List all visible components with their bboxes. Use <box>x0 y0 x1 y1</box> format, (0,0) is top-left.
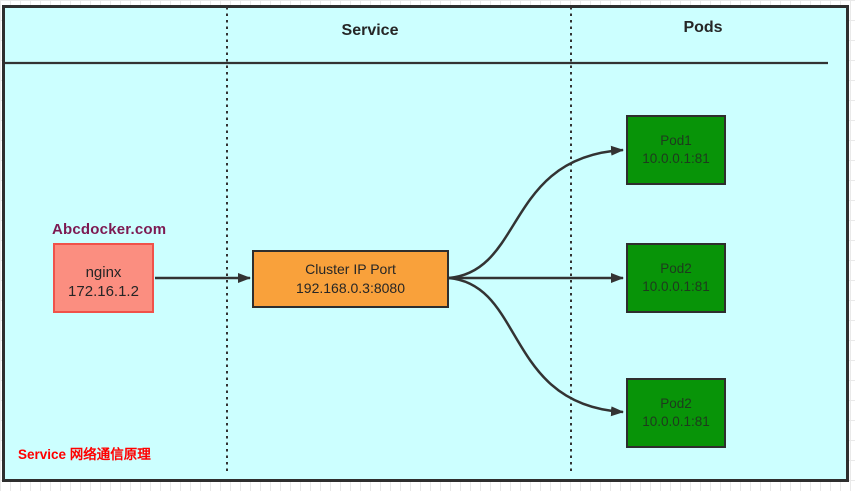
nginx-client-node: nginx 172.16.1.2 <box>53 243 154 313</box>
service-label: Cluster IP Port <box>305 261 396 277</box>
pod1-name: Pod1 <box>660 133 692 148</box>
pod1-node: Pod1 10.0.0.1:81 <box>626 115 726 185</box>
column-header-pods: Pods <box>683 19 723 36</box>
pod3-node: Pod2 10.0.0.1:81 <box>626 378 726 448</box>
service-address: 192.168.0.3:8080 <box>296 280 405 296</box>
pod2-address: 10.0.0.1:81 <box>642 279 710 294</box>
pod3-name: Pod2 <box>660 396 692 411</box>
diagram-caption: Service 网络通信原理 <box>18 447 151 462</box>
pod2-node: Pod2 10.0.0.1:81 <box>626 243 726 313</box>
cluster-ip-service-node: Cluster IP Port 192.168.0.3:8080 <box>252 250 449 308</box>
nginx-ip: 172.16.1.2 <box>68 283 139 300</box>
pod1-address: 10.0.0.1:81 <box>642 151 710 166</box>
pod3-address: 10.0.0.1:81 <box>642 414 710 429</box>
pod2-name: Pod2 <box>660 261 692 276</box>
column-header-service: Service <box>341 22 399 39</box>
watermark-label: Abcdocker.com <box>52 221 167 238</box>
nginx-name: nginx <box>85 264 122 281</box>
